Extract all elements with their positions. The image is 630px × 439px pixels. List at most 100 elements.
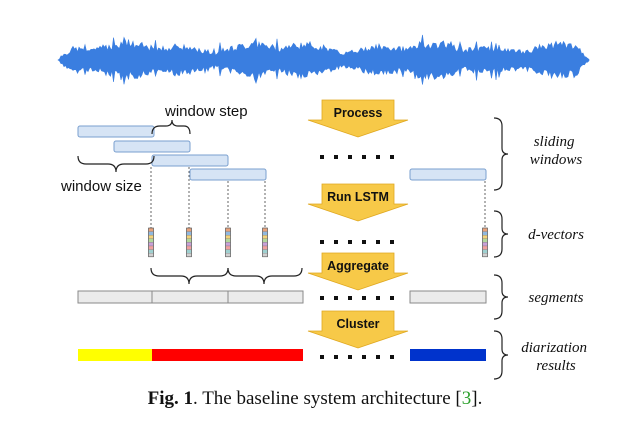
d-vector-outline [186,227,192,258]
diarization-results-group [78,349,486,361]
d-vector-cell [148,245,154,250]
d-vector-cell [186,245,192,250]
ellipsis-dot [376,296,380,300]
sliding-windows-group [77,125,487,181]
d-vector-cell [482,242,488,247]
aggregate-brace-right [227,267,303,285]
d-vector-cell [186,238,192,243]
caption-reference[interactable]: 3 [461,388,472,409]
segment-bar [77,290,304,304]
ellipsis-dot [362,296,366,300]
segments-group [77,290,487,304]
stage-arrow-cluster: Cluster [307,310,409,349]
d-vector-cell [482,238,488,243]
caption-end: ]. [471,388,483,409]
ellipsis-dot [390,296,394,300]
ellipsis-dot [334,240,338,244]
row-label-diarization-results: diarization results [521,340,591,374]
stage-label-process: Process [334,106,383,120]
row-label-d-vectors: d-vectors [528,227,584,243]
d-vector-cell [482,249,488,254]
ellipsis-dot [320,155,324,159]
d-vector-cell [148,253,154,257]
row-braces [493,117,509,380]
d-vector-cell [482,245,488,250]
caption-figure-number: Fig. 1 [147,388,194,409]
d-vector-cell [186,249,192,254]
sliding-window [77,125,155,138]
d-vector-cell [225,227,231,232]
stage-arrow-shape [307,310,409,349]
ellipsis-dot [362,155,366,159]
d-vector [482,227,488,258]
d-vector-cell [482,253,488,257]
ellipsis-dot [320,296,324,300]
d-vector-cell [148,227,154,232]
ellipsis-dot [390,355,394,359]
ellipsis-dot [348,155,352,159]
ellipsis-dot [376,355,380,359]
d-vector-cell [225,238,231,243]
brace-sliding-windows [493,117,509,191]
row-label-sliding-windows: sliding windows [530,134,583,168]
d-vector-cell [225,253,231,257]
d-vector-cell [262,249,268,254]
stage-arrow-aggregate: Aggregate [307,252,409,291]
result-speaker-yellow [78,349,152,361]
d-vectors-group [148,227,488,258]
ellipsis-dot [348,296,352,300]
d-vector-cell [262,227,268,232]
d-vector-cell [225,235,231,239]
sliding-window [189,168,267,181]
stage-label-cluster: Cluster [336,317,379,331]
window-step-brace [151,119,191,135]
stage-arrow-shape [307,252,409,291]
d-vector-cell [148,231,154,236]
sliding-window [409,168,487,181]
d-vector-cell [225,245,231,250]
d-vector [262,227,268,258]
ellipsis-dot [334,155,338,159]
ellipsis-dots-group [320,155,394,359]
ellipsis-dot [362,355,366,359]
window-size-label: window size [60,178,142,195]
d-vector-cell [262,253,268,257]
brace-diarization [493,330,509,380]
d-vector-cell [482,235,488,239]
d-vector-cell [482,227,488,232]
ellipsis-dot [334,355,338,359]
d-vector-cell [148,238,154,243]
d-vector-cell [186,242,192,247]
d-vector-cell [186,227,192,232]
d-vector-cell [262,245,268,250]
d-vector-cell [262,235,268,239]
ellipsis-dot [390,240,394,244]
ellipsis-dot [334,296,338,300]
ellipsis-dot [348,240,352,244]
aggregate-brace-left [150,267,229,285]
d-vector-outline [482,227,488,258]
d-vector-cell [148,249,154,254]
d-vector [148,227,154,258]
stage-label-aggregate: Aggregate [327,259,389,273]
ellipsis-dot [390,155,394,159]
d-vector [186,227,192,258]
stage-label-run-lstm: Run LSTM [327,190,389,204]
row-label-segments: segments [529,290,584,306]
stage-arrow-run-lstm: Run LSTM [307,183,409,222]
d-vector-cell [482,231,488,236]
d-vector-cell [225,242,231,247]
d-vector-cell [225,249,231,254]
d-vector-outline [225,227,231,258]
segment-bar-last [409,290,487,304]
stage-arrow-shape [307,183,409,222]
sliding-window [113,140,191,153]
d-vector-cell [262,238,268,243]
d-vector-outline [262,227,268,258]
audio-waveform [57,34,590,85]
ellipsis-dot [320,240,324,244]
ellipsis-dot [348,355,352,359]
window-size-brace [77,155,155,173]
